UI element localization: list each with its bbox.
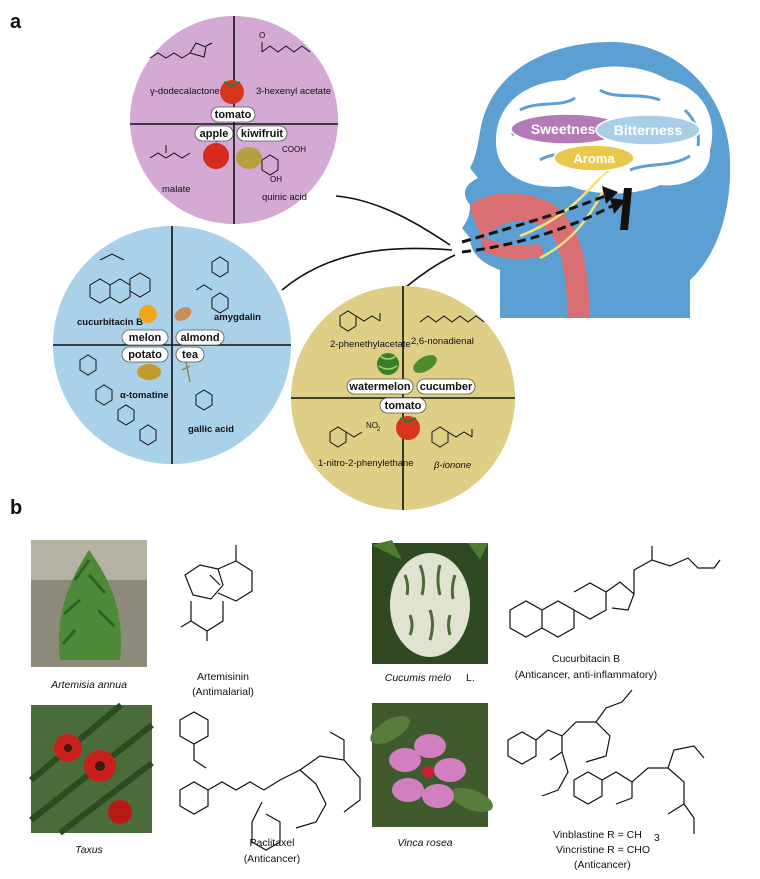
compound-nitro-phenylethane: 1-nitro-2-phenylethane (318, 458, 414, 469)
panel-b-label: b (10, 497, 22, 519)
photo-taxus (29, 702, 154, 836)
chem-no: NO (366, 421, 378, 430)
species-cucumis-melo-suffix: L. (466, 672, 475, 684)
watermelon-icon (377, 353, 399, 375)
tomato-icon (220, 80, 244, 104)
food-pill-potato (121, 346, 169, 363)
activity-paclitaxel: (Anticancer) (244, 853, 301, 865)
food-potato: potato (128, 349, 162, 361)
food-kiwifruit: kiwifruit (241, 128, 284, 140)
food-tomato-2: tomato (385, 400, 422, 412)
compound-gallic-acid: gallic acid (188, 424, 234, 435)
chem-cooh: COOH (282, 145, 306, 154)
food-pill-apple (194, 125, 234, 142)
compound-vinblastine: Vinblastine R = CH (553, 829, 642, 841)
activity-artemisinin: (Antimalarial) (192, 686, 254, 698)
species-artemisia: Artemisia annua (50, 679, 127, 691)
compound-dodecalactone: γ-dodecalactone (150, 86, 220, 97)
food-melon: melon (129, 332, 162, 344)
activity-vinca: (Anticancer) (574, 859, 631, 871)
apple-icon (203, 143, 229, 169)
compound-hexenyl-acetate: 3-hexenyl acetate (256, 86, 331, 97)
species-taxus: Taxus (75, 844, 103, 856)
melon-icon (139, 305, 157, 323)
circle-blue: cucurbitacin B amygdalin α-tomatine gall… (53, 226, 291, 464)
connector-blue (281, 247, 453, 291)
circle-yellow: NO 2 2-phenethylacetate 2,6-nonadienal 1… (291, 286, 515, 510)
food-pill-almond (175, 329, 225, 346)
structure-cucurbitacin-b (509, 546, 721, 638)
activity-cucurbitacin-b: (Anticancer, anti-inflammatory) (515, 669, 657, 681)
compound-beta-ionone: β-ionone (433, 460, 471, 471)
compound-amygdalin: amygdalin (214, 312, 261, 323)
food-watermelon: watermelon (348, 381, 410, 393)
compound-nonadienal: 2,6-nonadienal (411, 336, 474, 347)
chem-o-1: O (259, 31, 265, 40)
photo-artemisia (31, 540, 147, 667)
food-tea: tea (182, 349, 199, 361)
compound-cucurbitacin-b-b: Cucurbitacin B (552, 653, 620, 665)
bitterness-region (595, 114, 701, 146)
compound-cucurbitacin-b-a: cucurbitacin B (77, 317, 143, 328)
food-tomato-1: tomato (215, 109, 252, 121)
compound-alpha-tomatine: α-tomatine (120, 390, 169, 401)
compound-vinblastine-sub: 3 (654, 832, 660, 844)
food-apple: apple (200, 128, 229, 140)
food-almond: almond (180, 332, 219, 344)
chem-no-sub: 2 (377, 427, 381, 433)
structure-artemisinin (180, 545, 253, 641)
kiwifruit-icon (236, 147, 262, 169)
photo-vinca-rosea (370, 703, 493, 827)
photo-cucumis-melo (372, 540, 488, 664)
tea-icon (181, 361, 191, 383)
food-pill-tea (175, 346, 205, 363)
structure-paclitaxel (179, 711, 361, 851)
species-vinca-rosea: Vinca rosea (397, 837, 452, 849)
compound-artemisinin: Artemisinin (197, 671, 249, 683)
structure-vinblastine (507, 689, 705, 834)
tomato-icon-2 (396, 416, 420, 440)
bitterness-label: Bitterness (614, 122, 683, 138)
compound-malate: malate (162, 184, 191, 195)
sweetness-label: Sweetness (531, 121, 604, 137)
food-pill-melon (121, 329, 169, 346)
species-cucumis-melo: Cucumis melo (385, 672, 452, 684)
compound-quinic-acid: quinic acid (262, 192, 307, 203)
food-pill-watermelon (346, 378, 414, 395)
compound-paclitaxel: Paclitaxel (250, 837, 295, 849)
throat (470, 193, 590, 318)
food-cucumber: cucumber (420, 381, 473, 393)
compound-vincristine: Vincristine R = CHO (556, 844, 650, 856)
circle-purple: O COOH OH γ-dodecalactone 3-hexenyl acet… (130, 16, 338, 224)
food-pill-kiwifruit (236, 125, 288, 142)
almond-icon (174, 307, 192, 321)
panel-a-label: a (10, 11, 22, 33)
aroma-label: Aroma (573, 151, 615, 166)
head-illustration (461, 42, 731, 318)
aroma-region (553, 144, 635, 172)
food-pill-cucumber (416, 378, 476, 395)
cucumber-icon (413, 355, 437, 373)
potato-icon (137, 364, 161, 380)
chem-oh-1: OH (270, 175, 282, 184)
compound-phenethylacetate: 2-phenethylacetate (330, 339, 411, 350)
food-pill-tomato-1 (210, 106, 256, 123)
connector-purple (335, 195, 451, 246)
food-pill-tomato-2 (379, 397, 427, 414)
